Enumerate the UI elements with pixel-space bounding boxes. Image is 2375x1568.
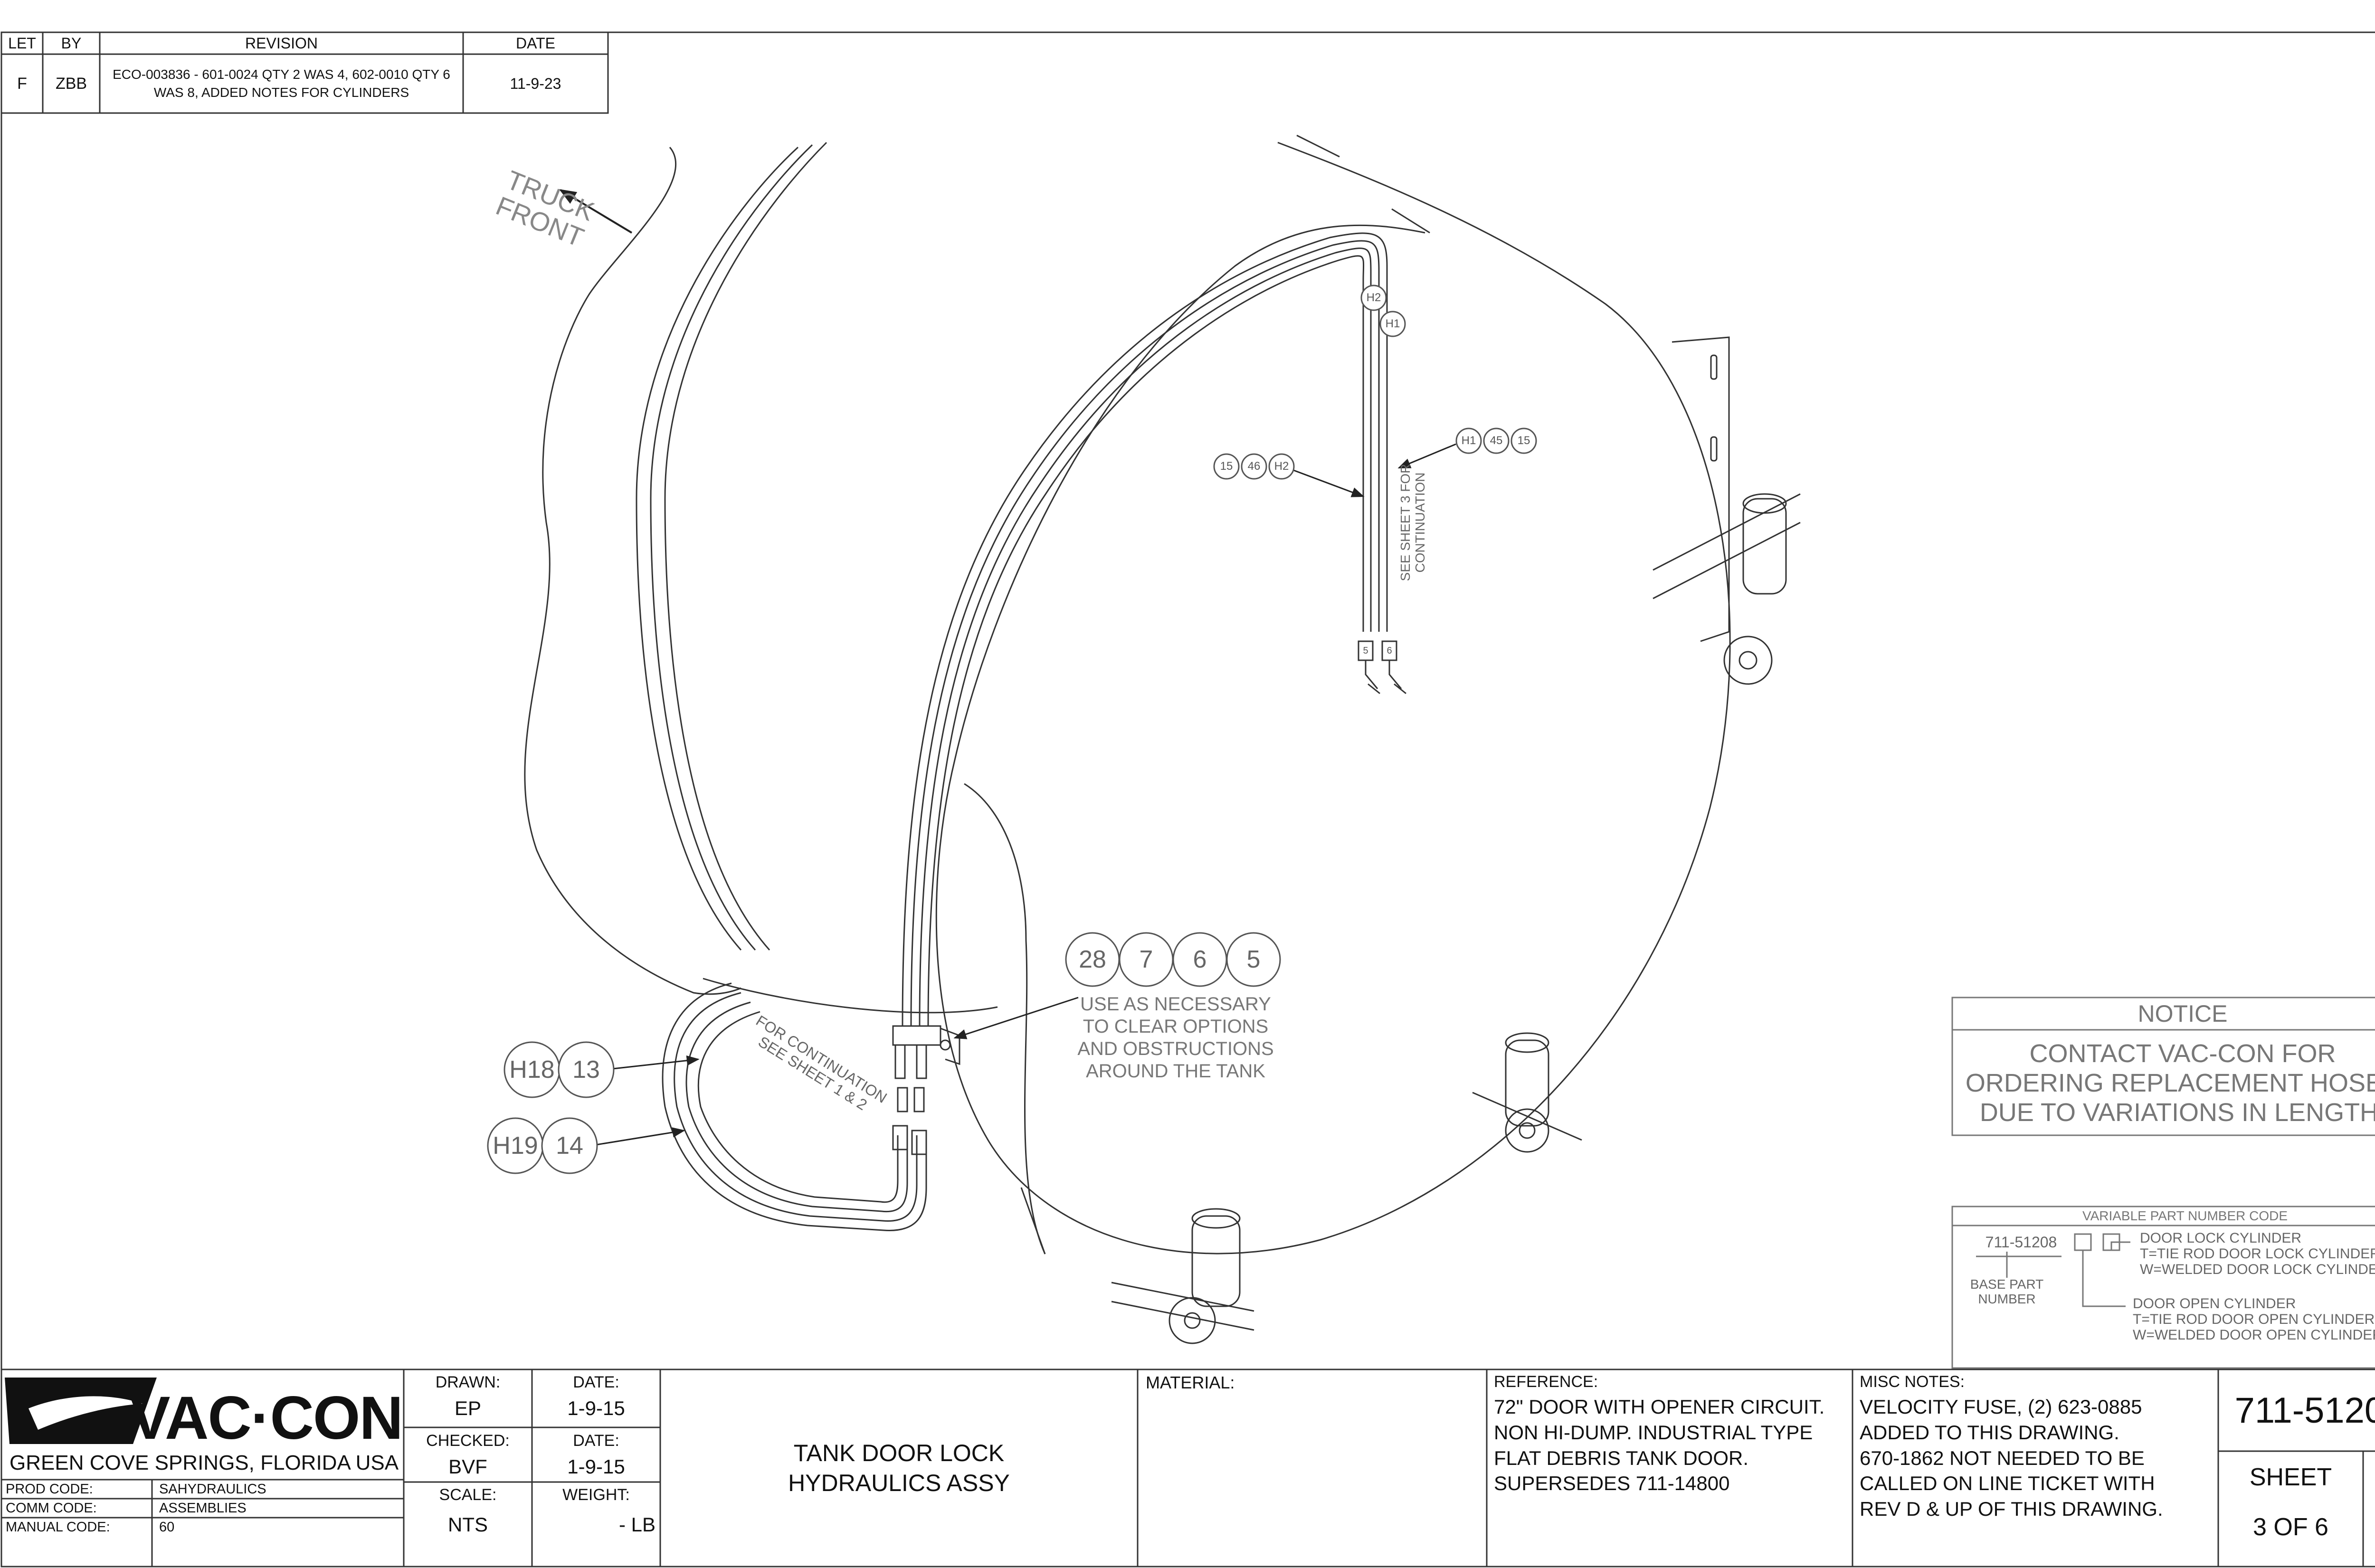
company-location: GREEN COVE SPRINGS, FLORIDA USA [10, 1451, 399, 1474]
vac-con-logo-mark [5, 1378, 157, 1444]
variable-part-door-open: DOOR OPEN CYLINDER T=TIE ROD DOOR OPEN C… [2133, 1296, 2375, 1343]
variable-part-frame [1951, 1206, 2375, 1369]
drawn-by: EP [454, 1397, 482, 1419]
balloon-h19: H19 [493, 1132, 538, 1159]
prod-code-label: PROD CODE: [6, 1481, 93, 1497]
manual-code-value: 60 [159, 1519, 175, 1535]
balloon-7: 7 [1139, 946, 1153, 973]
leader-lines [596, 443, 1456, 1146]
title-block-grid [0, 1368, 2375, 1568]
variable-part-title: VARIABLE PART NUMBER CODE [2082, 1208, 2288, 1223]
variable-part-door-lock: DOOR LOCK CYLINDER T=TIE ROD DOOR LOCK C… [2140, 1230, 2375, 1277]
rev-header-date: DATE [516, 34, 555, 52]
revision-grid [0, 31, 609, 114]
balloon-14: 14 [556, 1132, 583, 1159]
checked-by: BVF [448, 1455, 487, 1478]
drawing-number: 711-51208 [2234, 1390, 2375, 1431]
rev-let: F [17, 74, 27, 93]
comm-code-label: COMM CODE: [6, 1500, 97, 1516]
balloon-13: 13 [572, 1056, 600, 1083]
upper-fittings [1358, 640, 1406, 694]
balloon-circles [487, 285, 1537, 1174]
hose-clamp [892, 1025, 960, 1155]
lower-hinge-right [1472, 1032, 1582, 1153]
fitting-label-5: 5 [1363, 645, 1368, 656]
vac-con-logo-text: VAC·CON [130, 1384, 403, 1452]
variable-part-base-number: 711-51208 [1985, 1233, 2057, 1251]
balloon-h2-left: H2 [1274, 460, 1289, 473]
fitting-label-6: 6 [1387, 645, 1392, 656]
notice-body: CONTACT VAC-CON FOR ORDERING REPLACEMENT… [1965, 1039, 2375, 1127]
balloon-h18: H18 [509, 1056, 555, 1083]
see-sheet-3-note: SEE SHEET 3 FOR CONTINUATION [1398, 464, 1427, 581]
hose-lower-loop [662, 982, 927, 1231]
balloon-15-right: 15 [1517, 434, 1530, 447]
notice-title: NOTICE [2138, 1000, 2228, 1027]
tank-door [935, 134, 1731, 1254]
balloon-15-left: 15 [1220, 460, 1233, 473]
balloon-h2-upper: H2 [1366, 291, 1381, 304]
rev-header-by: BY [61, 34, 82, 52]
prod-code-value: SAHYDRAULICS [159, 1481, 266, 1497]
drawn-label: DRAWN: [435, 1373, 501, 1391]
misc-notes-text: VELOCITY FUSE, (2) 623-0885 ADDED TO THI… [1860, 1396, 2163, 1520]
weight-value: - LB [618, 1513, 656, 1536]
misc-notes-label: MISC NOTES: [1860, 1373, 1965, 1391]
material-label: MATERIAL: [1146, 1373, 1235, 1392]
comm-code-value: ASSEMBLIES [159, 1500, 247, 1516]
rev-header-revision: REVISION [245, 34, 318, 52]
scale-value: NTS [448, 1513, 488, 1536]
upper-hinge [1653, 336, 1801, 685]
checked-label: CHECKED: [426, 1431, 510, 1450]
notice-box-frame [1951, 997, 2375, 1136]
variable-part-base-label: BASE PART NUMBER [1970, 1277, 2044, 1306]
balloon-6: 6 [1193, 946, 1207, 973]
tank-shell [524, 142, 998, 1014]
drawn-date: 1-9-15 [567, 1397, 625, 1419]
rev-value: F [2363, 1492, 2375, 1553]
balloon-45: 45 [1490, 434, 1503, 447]
scale-label: SCALE: [439, 1485, 497, 1504]
hose-main-run [902, 232, 1388, 1026]
lower-hinge-bottom [1111, 1208, 1254, 1344]
drawing-title: TANK DOOR LOCK HYDRAULICS ASSY [788, 1440, 1010, 1496]
rev-label: REV [2363, 1454, 2375, 1492]
weight-label: WEIGHT: [562, 1485, 630, 1504]
balloon-h1-right: H1 [1461, 434, 1476, 447]
drawn-date-label: DATE: [573, 1373, 619, 1391]
rev-date: 11-9-23 [510, 75, 561, 92]
balloon-46: 46 [1247, 460, 1261, 473]
manual-code-label: MANUAL CODE: [6, 1519, 110, 1535]
truck-front-arrow [559, 189, 633, 234]
reference-text: 72" DOOR WITH OPENER CIRCUIT. NON HI-DUM… [1494, 1396, 1825, 1495]
use-as-necessary-note: USE AS NECESSARY TO CLEAR OPTIONS AND OB… [1077, 994, 1274, 1082]
rev-by: ZBB [55, 74, 87, 93]
rev-header-let: LET [8, 34, 36, 52]
rev-description: ECO-003836 - 601-0024 QTY 2 WAS 4, 602-0… [113, 67, 450, 100]
checked-date: 1-9-15 [567, 1455, 625, 1478]
reference-label: REFERENCE: [1494, 1373, 1598, 1391]
balloon-h1-upper: H1 [1385, 317, 1400, 330]
checked-date-label: DATE: [573, 1431, 619, 1450]
sheet-label: SHEET [2249, 1463, 2332, 1491]
sheet-number: 3 OF 6 [2253, 1513, 2328, 1541]
balloon-5: 5 [1246, 946, 1261, 973]
sheet-border [0, 31, 2375, 1568]
balloon-28: 28 [1079, 946, 1106, 973]
